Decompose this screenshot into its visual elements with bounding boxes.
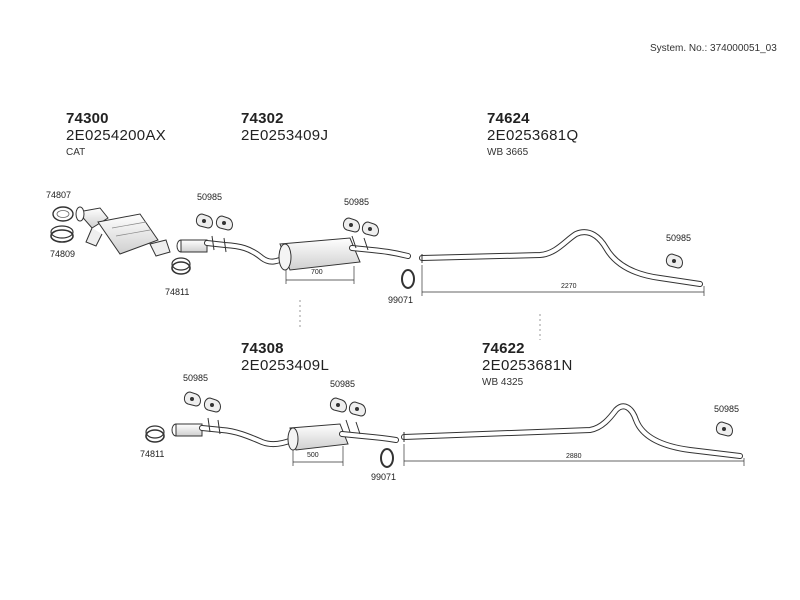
bracket-50985-bottom-1 — [183, 391, 221, 413]
clamp-99071-top — [401, 269, 415, 289]
part-reference: 2E0253681N — [482, 357, 573, 374]
part-header-74302: 74302 2E0253409J — [241, 110, 328, 144]
clamp-74809 — [50, 225, 74, 243]
rear-pipe-74624 — [419, 229, 703, 287]
part-number: 74622 — [482, 340, 525, 357]
dimension-line-2880 — [403, 444, 745, 466]
bracket-50985-bottom-2 — [329, 397, 366, 417]
label-50985-top-3: 50985 — [666, 233, 692, 243]
part-reference: 2E0253409J — [241, 127, 329, 144]
part-header-74308: 74308 2E0253409L — [241, 340, 329, 374]
label-74809: 74809 — [50, 249, 76, 259]
part-note: WB 3665 — [487, 147, 529, 158]
label-50985-top-2: 50985 — [344, 197, 370, 207]
system-number: System. No.: 374000051_03 — [650, 43, 777, 54]
part-number: 74308 — [241, 340, 284, 357]
label-99071-bottom: 99071 — [371, 472, 397, 482]
part-header-74622: 74622 2E0253681N WB 4325 — [482, 340, 573, 388]
part-note: WB 4325 — [482, 377, 524, 388]
dimension-500: 500 — [307, 452, 319, 459]
gasket-74807 — [52, 206, 74, 222]
catalytic-converter-74300 — [75, 206, 171, 257]
dimension-line-500 — [292, 446, 344, 466]
part-header-74300: 74300 2E0254200AX CAT — [66, 110, 166, 158]
rear-pipe-74622 — [401, 403, 743, 459]
label-74807: 74807 — [46, 190, 72, 200]
dimension-line-700 — [285, 266, 355, 284]
part-note: CAT — [66, 147, 86, 158]
dimension-line-2270 — [421, 265, 705, 296]
clamp-74811-top — [171, 257, 191, 275]
part-reference: 2E0253409L — [241, 357, 330, 374]
dimension-700: 700 — [311, 269, 323, 276]
part-number: 74300 — [66, 110, 109, 127]
bracket-50985-top-1 — [195, 213, 233, 231]
dimension-2270: 2270 — [561, 283, 577, 290]
label-50985-bottom-2: 50985 — [330, 379, 356, 389]
front-pipe-74302 — [176, 235, 411, 271]
bracket-50985-bottom-3 — [715, 421, 733, 437]
part-number: 74302 — [241, 110, 284, 127]
label-99071-top: 99071 — [388, 295, 414, 305]
bracket-50985-top-3 — [665, 253, 683, 269]
part-header-74624: 74624 2E0253681Q WB 3665 — [487, 110, 578, 158]
part-reference: 2E0254200AX — [66, 127, 167, 144]
clamp-99071-bottom — [380, 448, 394, 468]
part-number: 74624 — [487, 110, 530, 127]
label-50985-bottom-3: 50985 — [714, 404, 740, 414]
dimension-2880: 2880 — [566, 453, 582, 460]
bracket-50985-top-2 — [342, 217, 379, 237]
label-74811-bottom: 74811 — [140, 449, 165, 459]
label-50985-bottom-1: 50985 — [183, 373, 209, 383]
part-reference: 2E0253681Q — [487, 127, 579, 144]
front-pipe-74308 — [171, 417, 399, 451]
label-50985-top-1: 50985 — [197, 192, 223, 202]
clamp-74811-bottom — [145, 425, 165, 443]
label-74811-top: 74811 — [165, 287, 190, 297]
